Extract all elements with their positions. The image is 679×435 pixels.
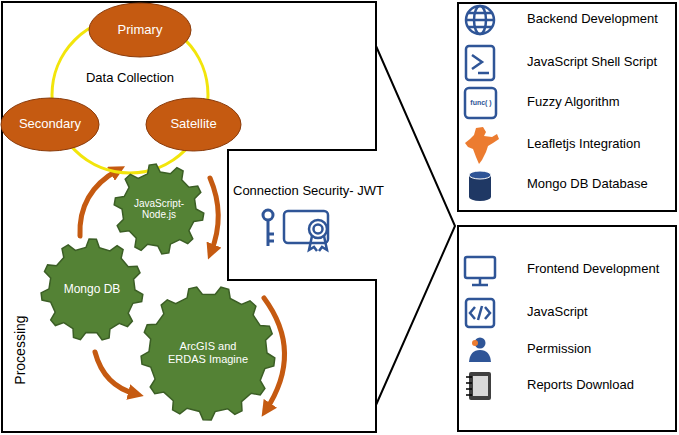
terminal-icon [466, 46, 494, 80]
node-label: JavaScript Shell Script [527, 55, 657, 70]
source-ellipse: Primary [88, 2, 192, 58]
shape-label: Primary [96, 23, 184, 38]
collection-ring: Data CollectionPrimarySecondarySatellite [50, 15, 210, 175]
function-icon [465, 88, 496, 118]
flow-arrow: Connection Security- JWT [228, 46, 456, 406]
key-icon [263, 210, 274, 246]
monitor-icon [465, 257, 495, 285]
node-label: Reports Download [527, 378, 634, 393]
node-label: Processing [12, 310, 28, 390]
source-ellipse: Satellite [145, 97, 242, 152]
globe-icon [466, 6, 494, 34]
icon-text: func( ) [466, 99, 496, 107]
shape-label: Mongo DB [58, 283, 126, 297]
process-gear: ArcGIS and ERDAS Imagine [140, 285, 276, 421]
node-label: Permission [527, 342, 591, 357]
node-label: JavaScript [527, 305, 588, 320]
flow-arrow-outline [228, 46, 456, 406]
node-label: Backend Development [527, 12, 658, 27]
process-gear: Mongo DB [40, 238, 144, 342]
shape-label: Secondary [8, 117, 92, 132]
frontend-panel: Frontend DevelopmentJavaScriptPermission… [457, 225, 677, 432]
code-icon [466, 299, 494, 327]
certificate-icon [284, 211, 328, 251]
shape-label: Satellite [153, 117, 234, 132]
shape-label: ArcGIS and ERDAS Imagine [164, 340, 252, 365]
book-icon [466, 372, 491, 400]
person-icon [469, 338, 491, 363]
source-ellipse: Secondary [0, 97, 100, 152]
india-map-icon [465, 127, 499, 164]
process-panel: Processing Data Collection PrimarySecondar… [2, 2, 376, 432]
node-label: Frontend Development [527, 262, 659, 277]
shape-label: JavaScript-Node.js [131, 198, 187, 221]
backend-panel: Backend DevelopmentJavaScript Shell Scri… [457, 2, 677, 212]
node-label: Fuzzy Algorithm [527, 95, 619, 110]
node-label: Mongo DB Database [527, 177, 648, 192]
database-icon [469, 171, 491, 201]
node-label: Data Collection [80, 71, 180, 86]
process-gear: JavaScript-Node.js [113, 163, 205, 255]
node-label: Connection Security- JWT [233, 184, 384, 199]
node-label: Leafletjs Integration [527, 137, 640, 152]
